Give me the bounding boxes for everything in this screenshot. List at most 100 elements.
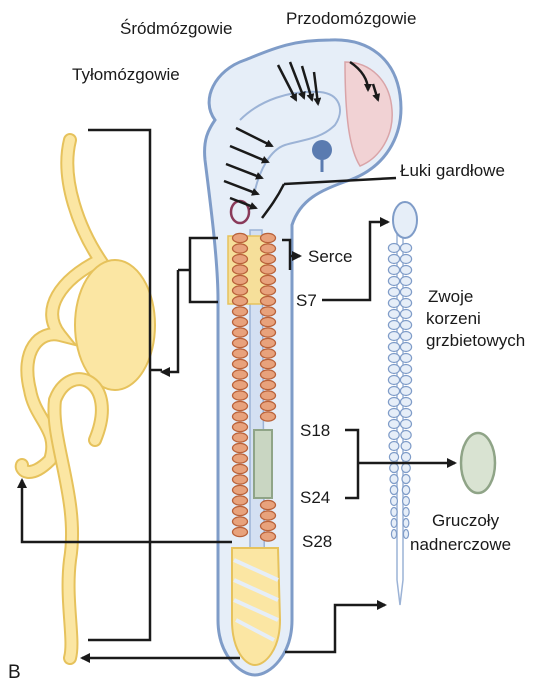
drg-bead: [388, 332, 399, 341]
somite: [261, 307, 276, 316]
drg-bead: [400, 387, 411, 396]
drg-bead: [390, 475, 398, 484]
somite: [233, 349, 248, 358]
drg-bead: [391, 519, 397, 528]
somite: [261, 275, 276, 284]
somite: [233, 338, 248, 347]
drg-bead: [400, 244, 411, 253]
drg-bead: [391, 530, 396, 539]
somite: [233, 244, 248, 253]
somite: [261, 500, 276, 509]
somite: [233, 422, 248, 431]
drg-bead: [389, 431, 399, 440]
somite: [261, 412, 276, 421]
drg-bead: [402, 475, 410, 484]
somite: [261, 532, 276, 541]
drg-bead: [388, 288, 399, 297]
somite: [233, 412, 248, 421]
drg-bead: [400, 354, 411, 363]
drg-bead: [400, 398, 411, 407]
drg-bead: [400, 409, 411, 418]
somite: [261, 338, 276, 347]
drg-bead: [403, 530, 408, 539]
midbrain-label: Śródmózgowie: [120, 19, 232, 38]
drg-bead: [388, 321, 399, 330]
somite: [233, 443, 248, 452]
somite: [261, 296, 276, 305]
drg-bead: [400, 255, 411, 264]
drg-bead: [388, 299, 399, 308]
somite: [261, 265, 276, 274]
gut-tube: [22, 140, 155, 658]
s18-label: S18: [300, 421, 330, 440]
tail-crest-region: [232, 548, 280, 665]
somite: [233, 391, 248, 400]
drg-bead: [400, 332, 411, 341]
drg-bead: [389, 453, 398, 462]
somite: [233, 517, 248, 526]
adrenal-label-line2: nadnerczowe: [410, 535, 511, 554]
drg-bead: [402, 464, 411, 473]
drg-bead: [388, 387, 399, 396]
somite: [233, 380, 248, 389]
somite: [233, 527, 248, 536]
drg-bead: [400, 376, 411, 385]
drg-bead: [400, 299, 411, 308]
drg-bead: [390, 486, 397, 495]
somite: [261, 370, 276, 379]
somite: [261, 233, 276, 242]
somite: [261, 286, 276, 295]
drg-bead: [388, 354, 399, 363]
somite: [233, 317, 248, 326]
drg-bead: [402, 486, 409, 495]
optic-vesicle: [312, 140, 332, 160]
drg-label-line1: Zwoje: [428, 287, 473, 306]
adrenal-crest-region: [254, 430, 272, 498]
somite: [261, 380, 276, 389]
somite: [233, 359, 248, 368]
somite: [261, 511, 276, 520]
drg-bead: [400, 365, 411, 374]
drg-bead: [389, 442, 399, 451]
adrenal-gland: [461, 433, 495, 493]
somite: [233, 296, 248, 305]
somite: [233, 254, 248, 263]
somite: [233, 265, 248, 274]
drg-bead: [389, 420, 400, 429]
somite: [233, 286, 248, 295]
s24-label: S24: [300, 488, 330, 507]
embryo: [205, 40, 401, 675]
drg-bead: [403, 497, 410, 506]
somite: [261, 349, 276, 358]
somites-left: [233, 233, 248, 536]
somite: [233, 464, 248, 473]
drg-bead: [400, 288, 411, 297]
somite: [233, 506, 248, 515]
drg-bead: [391, 497, 398, 506]
drg-bead: [388, 310, 399, 319]
adrenal-label-line1: Gruczoły: [432, 511, 500, 530]
drg-label-line2: korzeni: [426, 309, 481, 328]
somite: [233, 401, 248, 410]
somite: [261, 401, 276, 410]
s28-label: S28: [302, 532, 332, 551]
drg-bead: [388, 365, 399, 374]
drg-bead: [400, 266, 411, 275]
somite: [233, 475, 248, 484]
somite: [233, 233, 248, 242]
drg-bead: [388, 277, 399, 286]
somite: [261, 391, 276, 400]
drg-bead: [388, 343, 399, 352]
drg-bead: [403, 508, 409, 517]
heart-label: Serce: [308, 247, 352, 266]
somite: [233, 307, 248, 316]
drg-head: [393, 202, 417, 238]
drg-bead: [388, 398, 399, 407]
drg-bead: [388, 376, 399, 385]
drg-bead: [401, 453, 410, 462]
somite: [233, 275, 248, 284]
drg-bead: [388, 266, 399, 275]
drg-bead: [400, 343, 411, 352]
drg-bead: [403, 519, 409, 528]
